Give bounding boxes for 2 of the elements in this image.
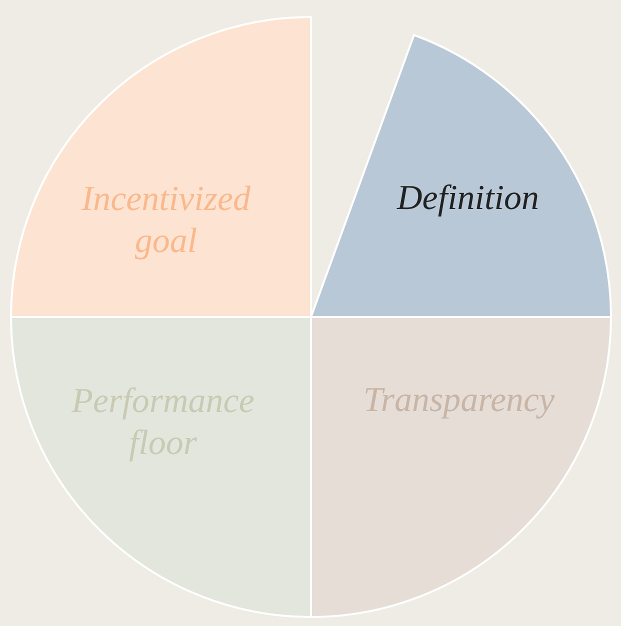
sector-label: Definition (396, 177, 540, 219)
sector-label: Incentivized goal (80, 178, 252, 262)
